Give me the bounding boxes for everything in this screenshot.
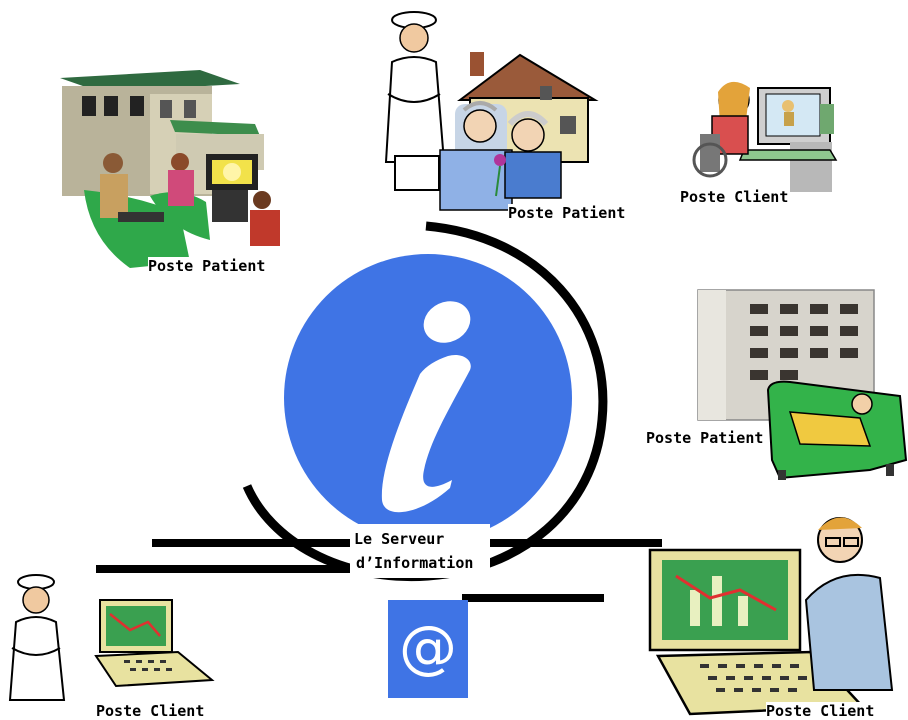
label-poste-client-bottom-right: Poste Client: [766, 702, 875, 720]
client-man-computer-illustration: [648, 517, 894, 716]
client-nurse-laptop-illustration: [8, 574, 215, 701]
label-poste-patient-top-center: Poste Patient: [508, 204, 626, 222]
at-symbol: @: [399, 613, 457, 681]
at-sign-icon: @: [388, 600, 468, 698]
label-poste-patient-right: Poste Patient: [646, 429, 764, 447]
info-icon: [284, 254, 572, 542]
server-label-box: Le Serveur d’Information: [350, 524, 490, 578]
label-poste-client-bottom-left: Poste Client: [96, 702, 205, 720]
patient-house-family-illustration: [60, 70, 280, 268]
server-arc: [242, 221, 608, 582]
server-label-line1: Le Serveur: [354, 530, 445, 548]
label-poste-client-top-right: Poste Client: [680, 188, 789, 206]
server-label-line2: d’Information: [356, 554, 474, 572]
client-workstation-illustration: [692, 81, 838, 192]
patient-home-elderly-illustration: [384, 11, 599, 211]
label-poste-patient-top-left: Poste Patient: [148, 257, 266, 275]
patient-apartment-couch-illustration: [697, 289, 908, 480]
